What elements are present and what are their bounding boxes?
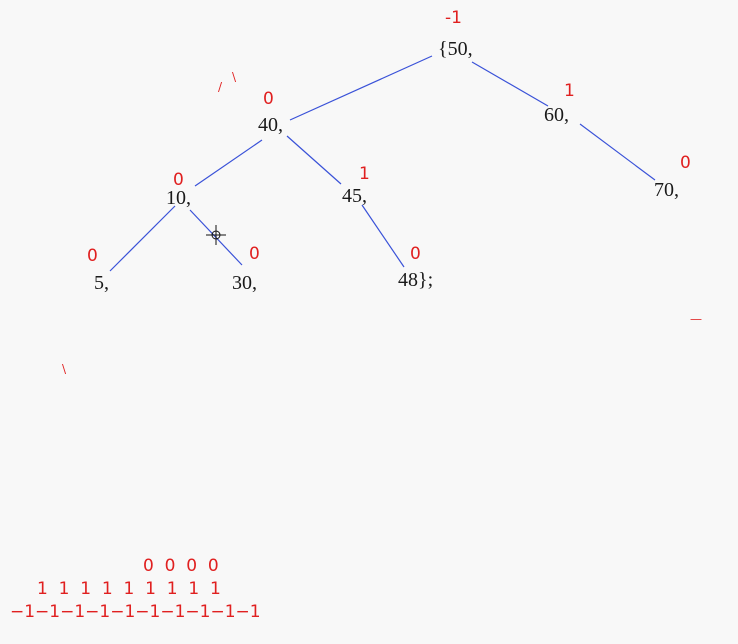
balance-factor-n30: 0 bbox=[249, 244, 260, 264]
balance-factor-n45: 1 bbox=[359, 164, 370, 184]
stray-mark: — bbox=[690, 312, 702, 326]
stray-mark: \ bbox=[62, 362, 67, 376]
node-label-n48: 48}; bbox=[398, 269, 434, 291]
balance-factor-n5: 0 bbox=[87, 246, 98, 266]
edge-n50-n40 bbox=[289, 55, 433, 121]
stray-mark: \ bbox=[232, 70, 237, 84]
legend-row-negative: −1−1−1−1−1−1−1−1−1−1 bbox=[10, 602, 261, 622]
node-label-n5: 5, bbox=[94, 272, 109, 294]
node-label-n10: 10, bbox=[166, 187, 191, 209]
node-label-n60: 60, bbox=[544, 104, 569, 126]
balance-factor-n40: 0 bbox=[263, 89, 274, 109]
stray-mark: / bbox=[218, 80, 223, 94]
edge-n10-n5 bbox=[109, 205, 176, 272]
node-label-n30: 30, bbox=[232, 272, 257, 294]
edge-n50-n60 bbox=[471, 61, 549, 107]
legend-row-one: 1 1 1 1 1 1 1 1 1 bbox=[37, 579, 221, 599]
balance-factor-n70: 0 bbox=[680, 153, 691, 173]
edge-n45-n48 bbox=[361, 204, 405, 268]
node-label-n40: 40, bbox=[258, 114, 283, 136]
node-label-n45: 45, bbox=[342, 185, 367, 207]
balance-factor-n50: -1 bbox=[445, 8, 462, 28]
edge-n40-n10 bbox=[194, 139, 263, 187]
balance-factor-n48: 0 bbox=[410, 244, 421, 264]
edge-n40-n45 bbox=[286, 135, 342, 185]
tree-edges bbox=[109, 55, 656, 272]
legend-row-zero: 0 0 0 0 bbox=[143, 556, 219, 576]
node-label-n50: {50, bbox=[438, 38, 473, 60]
node-label-n70: 70, bbox=[654, 179, 679, 201]
balance-factor-n60: 1 bbox=[564, 81, 575, 101]
crosshair-cursor-icon bbox=[206, 225, 226, 245]
edge-n60-n70 bbox=[579, 123, 656, 181]
balance-factor-n10: 0 bbox=[173, 170, 184, 190]
